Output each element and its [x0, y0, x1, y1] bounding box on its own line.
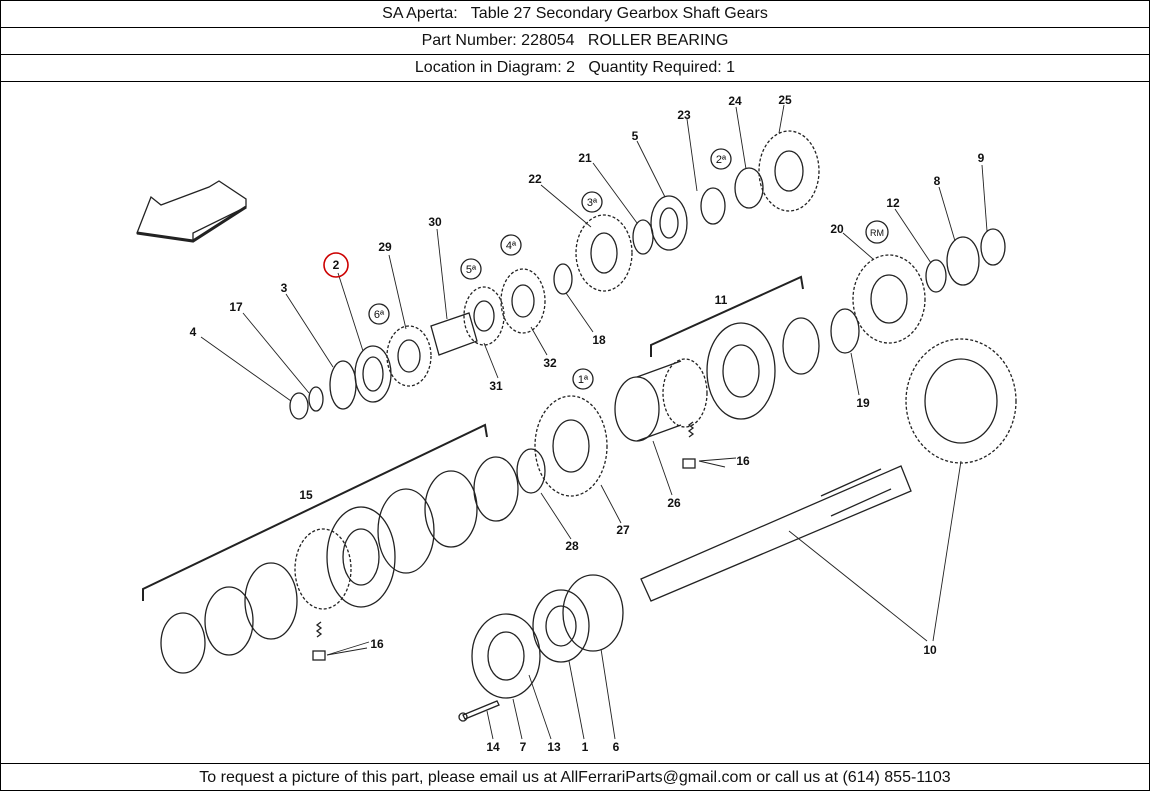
ring-21 [632, 219, 654, 255]
direction-arrow [136, 180, 247, 242]
part-number: Part Number: 228054 ROLLER BEARING [1, 28, 1149, 55]
gear-tag-3rd: 3ª [587, 197, 598, 209]
callout-18[interactable]: 18 [592, 333, 606, 347]
callout-24[interactable]: 24 [728, 94, 742, 108]
callout-19[interactable]: 19 [856, 396, 870, 410]
spacer-30 [430, 312, 478, 356]
flange-6 [562, 574, 624, 652]
callout-28[interactable]: 28 [565, 539, 579, 553]
gear-tag-2nd: 2ª [716, 154, 727, 166]
nut [289, 392, 309, 420]
spacer-23 [700, 187, 726, 225]
callout-3[interactable]: 3 [281, 281, 288, 295]
callout-25[interactable]: 25 [778, 93, 792, 107]
bearing-1 [532, 589, 590, 663]
gear-1st [534, 395, 608, 497]
gear-reverse [852, 254, 926, 344]
hub-26 [614, 376, 660, 442]
callout-26[interactable]: 26 [667, 496, 681, 510]
callout-27[interactable]: 27 [616, 523, 630, 537]
page-title: SA Aperta: Table 27 Secondary Gearbox Sh… [1, 1, 1149, 28]
bolt-14 [462, 700, 500, 720]
callout-16-lower[interactable]: 16 [370, 637, 384, 651]
highlight-ring [323, 252, 349, 278]
callout-10[interactable]: 10 [923, 643, 937, 657]
ring-9 [980, 228, 1006, 266]
gear-tag-4th: 4ª [506, 240, 517, 252]
callout-11[interactable]: 11 [715, 293, 728, 307]
gear-tag-reverse: RM [870, 228, 884, 238]
callout-4[interactable]: 4 [190, 325, 197, 339]
callout-14[interactable]: 14 [486, 740, 500, 754]
retainer-7 [471, 613, 541, 699]
detent-block-lower [312, 650, 326, 661]
callout-31[interactable]: 31 [489, 379, 503, 393]
callout-22[interactable]: 22 [528, 172, 542, 186]
detent-spring-upper [687, 421, 695, 438]
callout-12[interactable]: 12 [886, 196, 900, 210]
callout-15[interactable]: 15 [299, 488, 313, 502]
callout-8[interactable]: 8 [934, 174, 941, 188]
detent-block-upper [682, 458, 696, 469]
callout-13[interactable]: 13 [547, 740, 561, 754]
gear-tag-5th: 5ª [466, 264, 477, 276]
needle-bearing-19 [830, 308, 860, 354]
callout-6[interactable]: 6 [613, 740, 620, 754]
callout-23[interactable]: 23 [677, 108, 691, 122]
callout-21[interactable]: 21 [578, 151, 592, 165]
circlip [329, 360, 357, 410]
bracket-11 [650, 275, 804, 357]
detent-spring-lower [315, 621, 323, 638]
bearing-5 [650, 195, 688, 251]
contact-footer: To request a picture of this part, pleas… [1, 763, 1149, 791]
roller-bearing-outer [354, 345, 392, 403]
roller-bearing-inner [362, 356, 384, 392]
gear-4th [500, 268, 546, 334]
exploded-diagram: 2 3 4 17 29 30 31 32 18 22 21 5 23 24 25… [1, 82, 1149, 762]
bracket-15 [142, 423, 488, 601]
output-shaft [640, 465, 912, 602]
gear-6th [386, 325, 432, 387]
callout-9[interactable]: 9 [978, 151, 985, 165]
gear-tag-1st: 1ª [578, 374, 589, 386]
ring-gear [905, 338, 1017, 464]
gear-3rd [575, 214, 633, 292]
needle-bearing-28 [516, 448, 546, 494]
callout-30[interactable]: 30 [428, 215, 442, 229]
gear-tag-6th: 6ª [374, 309, 385, 321]
washer [308, 386, 324, 412]
diagram-svg: 2 3 4 17 29 30 31 32 18 22 21 5 23 24 25… [136, 93, 1017, 754]
bushing-12 [925, 259, 947, 293]
callout-32[interactable]: 32 [543, 356, 557, 370]
gear-2nd [758, 130, 820, 212]
callout-20[interactable]: 20 [830, 222, 844, 236]
gear-5th [463, 286, 505, 346]
callout-29[interactable]: 29 [378, 240, 392, 254]
bearing-8 [946, 236, 980, 286]
callout-2[interactable]: 2 [333, 258, 340, 272]
callout-16-upper[interactable]: 16 [736, 454, 750, 468]
callout-1[interactable]: 1 [582, 740, 589, 754]
needle-bearing-24 [734, 167, 764, 209]
callout-7[interactable]: 7 [520, 740, 527, 754]
callout-17[interactable]: 17 [229, 300, 243, 314]
bushing-18 [553, 263, 573, 295]
diagram-location: Location in Diagram: 2 Quantity Required… [1, 55, 1149, 82]
callout-5[interactable]: 5 [632, 129, 639, 143]
